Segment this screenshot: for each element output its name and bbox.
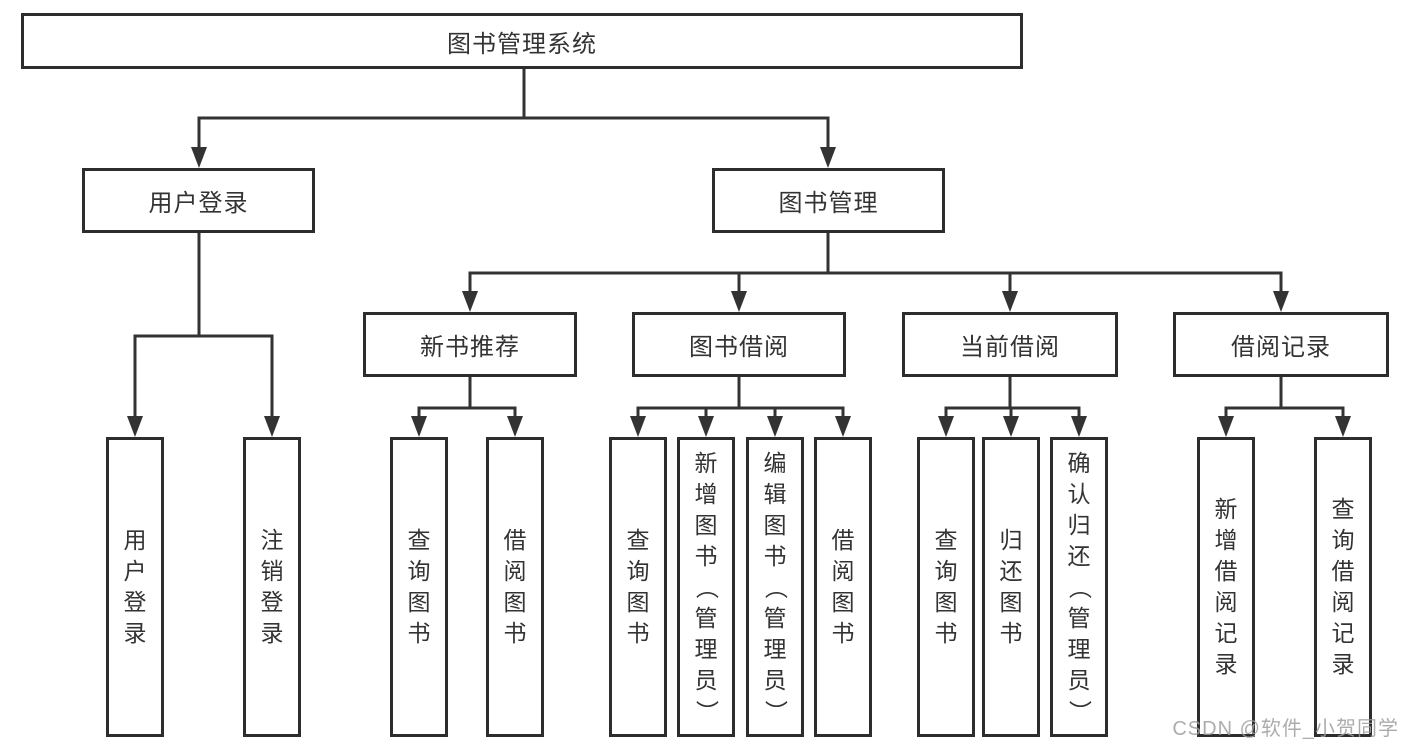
leaf-label: 用户登录	[123, 527, 147, 646]
leaf-query-books-borrowing: 查询图书	[609, 437, 667, 737]
leaf-label: 新增借阅记录	[1214, 496, 1238, 677]
leaf-label: 查询图书	[407, 527, 431, 646]
leaf-logout: 注销登录	[243, 437, 301, 737]
leaf-label: 查询图书	[626, 527, 650, 646]
leaf-label: 编辑图书（管理员）	[762, 449, 789, 723]
leaf-confirm-return-admin: 确认归还（管理员）	[1050, 437, 1108, 737]
leaf-label: 借阅图书	[831, 527, 855, 646]
node-user-login: 用户登录	[82, 168, 315, 233]
leaf-borrow-books: 借阅图书	[814, 437, 872, 737]
node-root-book-management-system: 图书管理系统	[21, 13, 1023, 69]
leaf-user-login: 用户登录	[106, 437, 164, 737]
csdn-watermark: CSDN @软件_小贺同学	[1172, 718, 1399, 740]
leaf-label: 归还图书	[999, 527, 1023, 646]
leaf-return-books: 归还图书	[982, 437, 1040, 737]
leaf-label: 查询图书	[934, 527, 958, 646]
leaf-query-books-current: 查询图书	[917, 437, 975, 737]
leaf-label: 注销登录	[260, 527, 284, 646]
leaf-label: 查询借阅记录	[1331, 496, 1355, 677]
leaf-label: 新增图书（管理员）	[693, 449, 720, 723]
node-current-borrowing: 当前借阅	[902, 312, 1118, 377]
leaf-add-borrow-record: 新增借阅记录	[1197, 437, 1255, 737]
leaf-borrow-books-recommend: 借阅图书	[486, 437, 544, 737]
node-book-borrowing: 图书借阅	[632, 312, 846, 377]
leaf-add-books-admin: 新增图书（管理员）	[677, 437, 735, 737]
node-borrowing-records: 借阅记录	[1173, 312, 1389, 377]
node-book-management: 图书管理	[712, 168, 945, 233]
connector-arrowheads	[127, 147, 1351, 437]
leaf-query-borrow-record: 查询借阅记录	[1314, 437, 1372, 737]
leaf-label: 确认归还（管理员）	[1066, 449, 1093, 723]
leaf-edit-books-admin: 编辑图书（管理员）	[746, 437, 804, 737]
leaf-query-books-recommend: 查询图书	[390, 437, 448, 737]
leaf-label: 借阅图书	[503, 527, 527, 646]
node-new-book-recommendation: 新书推荐	[363, 312, 577, 377]
